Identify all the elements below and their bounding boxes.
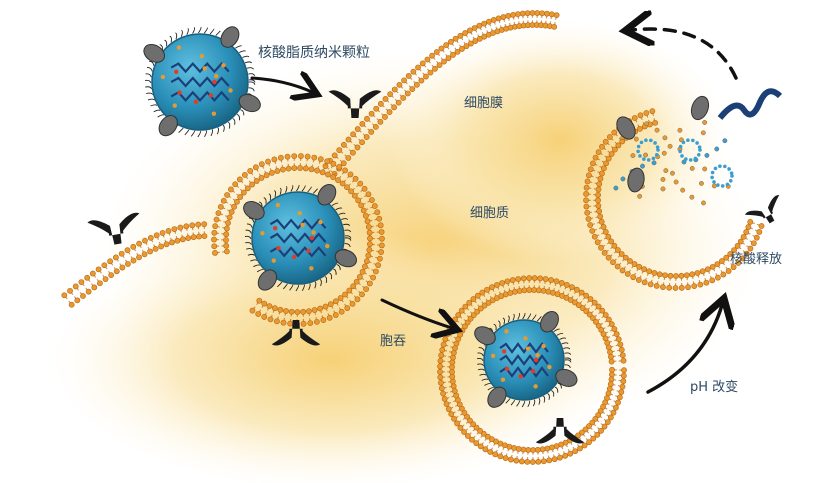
debris-dot	[677, 127, 683, 133]
debris-dot	[651, 160, 657, 166]
membrane-layer	[61, 10, 560, 327]
debris-dot	[640, 163, 645, 169]
debris-dot	[673, 179, 679, 185]
debris-dot	[689, 166, 695, 171]
recycle-dashed-arrow-icon	[632, 29, 738, 80]
debris-dot	[701, 200, 706, 206]
released-ligand	[690, 95, 710, 121]
cytoplasm-label: 细胞质	[470, 206, 510, 221]
debris-dot	[654, 127, 660, 133]
lnp-free	[143, 26, 261, 138]
endosome-vesicle	[437, 275, 627, 465]
debris-dot	[681, 159, 687, 165]
lipid-ring	[678, 138, 702, 162]
cell-membrane-label: 细胞膜	[464, 96, 504, 111]
cell-membrane-upper	[322, 10, 560, 177]
lnp-label: 核酸脂质纳米颗粒	[258, 45, 370, 61]
rna-helix-icon	[717, 88, 783, 120]
debris-dot	[702, 166, 708, 172]
arrows	[250, 29, 738, 394]
lipid-ring	[710, 164, 734, 188]
ph-change-label: pH 改变	[690, 380, 739, 395]
debris-dot	[704, 153, 710, 158]
debris-dot	[661, 150, 667, 156]
debris-dot	[714, 146, 720, 152]
debris-dot	[620, 176, 626, 182]
debris-dot	[637, 193, 643, 199]
cell-membrane-left	[61, 221, 208, 308]
debris-dot	[663, 168, 669, 173]
debris-dot	[680, 187, 686, 193]
endocytosis-label: 胞吞	[380, 334, 407, 349]
debris-dot	[633, 136, 639, 142]
lnp-bound	[243, 183, 357, 292]
debris-dot	[630, 153, 636, 158]
debris-dot	[702, 120, 708, 125]
released-ligand	[616, 116, 636, 140]
released-ligand	[627, 167, 645, 193]
lipid-ring	[636, 138, 660, 162]
debris-dot	[722, 138, 728, 144]
release-label: 核酸释放	[730, 252, 783, 267]
vesicle-layer	[437, 108, 765, 465]
receptor-2	[87, 212, 140, 245]
receptor-layer	[87, 90, 780, 444]
debris-dot	[667, 143, 673, 149]
debris-dot	[689, 194, 695, 200]
ph-change-arrow-icon	[646, 305, 722, 394]
debris-dot	[700, 130, 706, 136]
debris-dot	[643, 152, 648, 158]
lnp-in-endosome	[474, 310, 578, 408]
debris-dot	[644, 121, 649, 127]
debris-dot	[662, 135, 668, 141]
approach-arrow-icon	[250, 78, 312, 92]
receptor-4	[535, 418, 585, 444]
particle-layer	[143, 26, 578, 408]
released-nucleic-acids	[613, 88, 783, 206]
receptor-5	[744, 194, 780, 224]
debris-dot	[660, 177, 666, 182]
receptor-3	[271, 320, 321, 346]
debris-dot	[660, 186, 666, 192]
debris-dot	[699, 181, 704, 186]
receptor-1	[328, 90, 382, 118]
endocytosis-arrow-icon	[380, 298, 452, 328]
debris-dot	[670, 170, 675, 176]
debris-dot	[613, 185, 619, 191]
debris-dot	[711, 183, 717, 189]
